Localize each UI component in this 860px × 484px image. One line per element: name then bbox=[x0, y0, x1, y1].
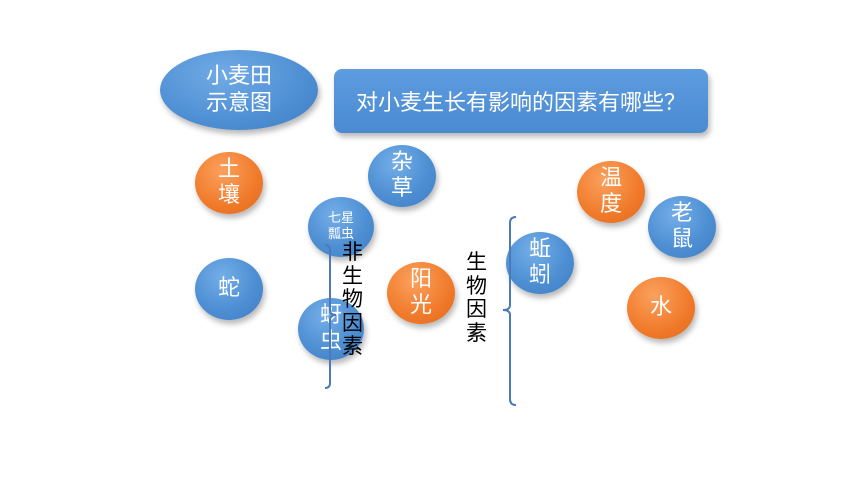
abiotic-char: 因 bbox=[342, 310, 363, 335]
bubble-snake: 蛇 bbox=[195, 258, 263, 320]
biotic-bracket bbox=[502, 216, 517, 406]
bubble-ladybug-line2: 瓢虫 bbox=[327, 227, 354, 242]
bubble-sunlight: 阳 光 bbox=[387, 262, 455, 324]
abiotic-char: 物 bbox=[342, 287, 363, 312]
abiotic-char: 生 bbox=[342, 263, 363, 288]
biotic-char: 素 bbox=[466, 320, 487, 345]
biotic-char: 因 bbox=[466, 297, 487, 322]
bubble-weeds: 杂 草 bbox=[368, 145, 436, 207]
title-ellipse: 小麦田 示意图 bbox=[160, 50, 318, 130]
bubble-ladybug-line1: 七星 bbox=[327, 211, 354, 227]
bubble-weeds-line1: 杂 bbox=[390, 149, 413, 175]
bubble-temperature-line2: 度 bbox=[599, 192, 622, 217]
bubble-earthworm-line1: 蚯 bbox=[528, 236, 551, 262]
bubble-sunlight-line2: 光 bbox=[409, 293, 432, 318]
bubble-snake-line1: 蛇 bbox=[217, 275, 240, 301]
question-box: 对小麦生长有影响的因素有哪些？ bbox=[334, 69, 708, 133]
bubble-mouse: 老 鼠 bbox=[648, 196, 716, 258]
bubble-weeds-line2: 草 bbox=[390, 176, 413, 201]
bubble-soil-line2: 壤 bbox=[217, 183, 240, 208]
title-line1: 小麦田 bbox=[205, 63, 272, 89]
bubble-mouse-line1: 老 bbox=[670, 200, 693, 226]
bubble-temperature-line1: 温 bbox=[599, 165, 622, 191]
abiotic-factors-label: 非 生 物 因 素 bbox=[342, 240, 363, 359]
bubble-ladybug: 七星 瓢虫 bbox=[308, 197, 374, 257]
bubble-aphid-line1: 蚜 bbox=[319, 302, 342, 328]
abiotic-char: 素 bbox=[342, 334, 363, 359]
bubble-water-line1: 水 bbox=[649, 294, 672, 320]
bubble-earthworm-line2: 蚓 bbox=[528, 263, 551, 288]
bubble-earthworm: 蚯 蚓 bbox=[506, 232, 574, 294]
biotic-char: 物 bbox=[466, 273, 487, 298]
abiotic-char: 非 bbox=[342, 240, 363, 264]
bubble-soil: 土 壤 bbox=[195, 152, 263, 214]
bubble-soil-line1: 土 bbox=[217, 156, 240, 182]
question-text: 对小麦生长有影响的因素有哪些？ bbox=[355, 91, 686, 116]
biotic-factors-label: 生 物 因 素 bbox=[466, 250, 487, 345]
bubble-temperature: 温 度 bbox=[577, 161, 645, 223]
abiotic-bracket bbox=[324, 244, 337, 389]
bubble-sunlight-line1: 阳 bbox=[409, 266, 432, 292]
title-line2: 示意图 bbox=[205, 91, 272, 116]
bubble-water: 水 bbox=[627, 277, 695, 339]
biotic-char: 生 bbox=[466, 250, 487, 274]
bubble-mouse-line2: 鼠 bbox=[670, 227, 693, 252]
